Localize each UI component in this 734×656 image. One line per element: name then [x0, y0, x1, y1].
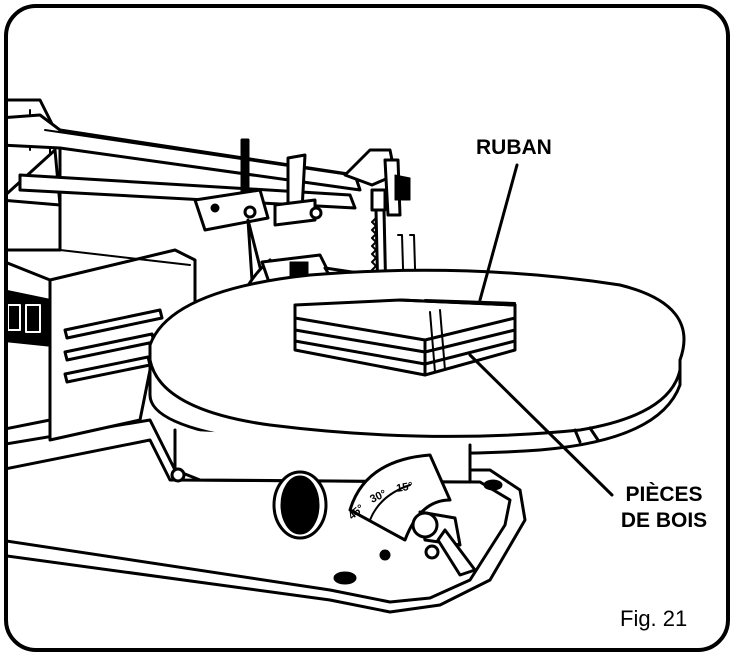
- bevel-mark-15: 15°: [395, 480, 413, 495]
- table-tilt-mechanism: [170, 428, 477, 577]
- callout-ruban: RUBAN: [476, 136, 552, 159]
- saw-base: [8, 418, 527, 614]
- figure-number: Fig. 21: [620, 606, 688, 631]
- pieces-leader-line: [468, 353, 614, 497]
- callout-pieces-line1: PIÈCES: [625, 483, 703, 506]
- ruban-leader-line: [478, 163, 519, 302]
- callout-pieces-de-bois: PIÈCES DE BOIS: [612, 482, 716, 534]
- upper-arm: [8, 113, 371, 266]
- wood-workpieces: [293, 298, 517, 377]
- callout-pieces-line2: DE BOIS: [620, 509, 708, 532]
